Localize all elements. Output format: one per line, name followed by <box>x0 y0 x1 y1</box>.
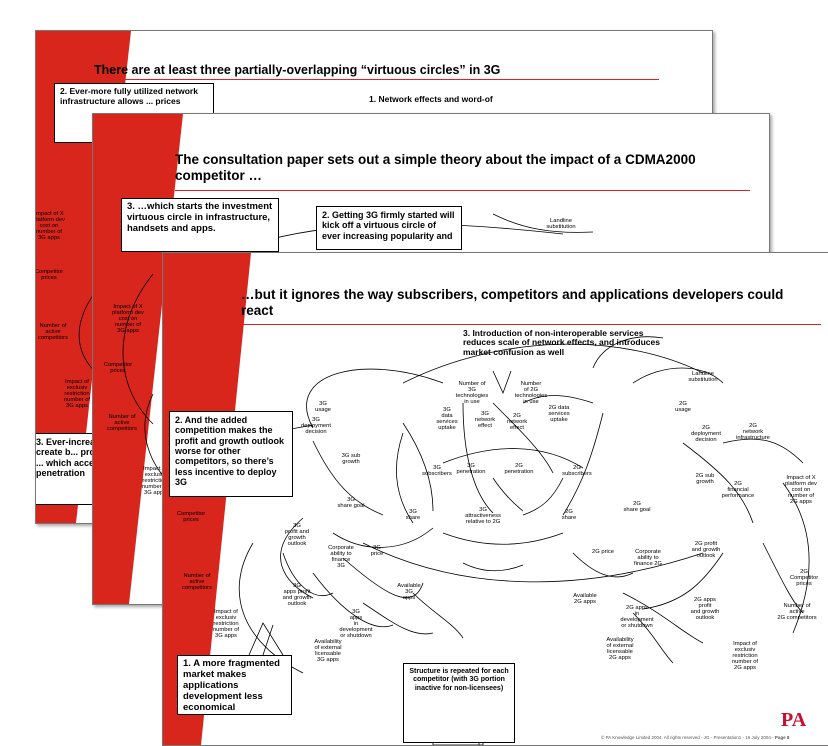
node-3g-deployment-decision: 3G deployment decision <box>291 417 341 435</box>
node-3g-usage: 3G usage <box>311 401 335 413</box>
node-number-of-2g-technologies: Number of 2G technologies in use <box>507 381 555 405</box>
node-exclusive-2g-apps: Impact of exclusiv restriction number of… <box>723 641 767 671</box>
structure-note-text: Structure is repeated for each competito… <box>409 668 508 692</box>
node-corporate-finance-2g: Corporate ability to finance 2G <box>623 549 673 567</box>
node-3g-price: 3G price <box>363 545 391 557</box>
node-xplat-2g-apps: Impact of X platform dev cost on number … <box>775 475 827 505</box>
node-2g-financial-performance: 2G financial performance <box>713 481 763 499</box>
slide-middle-title-rule <box>175 190 750 191</box>
slide-front-callout-3: 3. Introduction of non-interoperable ser… <box>463 329 678 357</box>
node-2g-penetration: 2G penetration <box>497 463 541 475</box>
slide-back-title: There are at least three partially-overl… <box>94 63 654 77</box>
node-corporate-finance-3g: Corporate ability to finance 3G <box>319 545 363 569</box>
slide-middle-node-xplat: Impact of X platform dev cost on number … <box>103 304 153 334</box>
slide-middle-callout-3: 3. …which starts the investment virtuous… <box>121 198 279 252</box>
slide-middle-callout-2: 2. Getting 3G firmly started will kick o… <box>316 206 462 250</box>
node-2g-network-effect: 2G network effect <box>501 413 533 431</box>
node-2g-data-services-uptake: 2G data services uptake <box>537 405 581 423</box>
slide-footer: © PA Knowledge Limited 2004. All rights … <box>601 735 789 740</box>
footer-page-label: Page 8 <box>775 735 790 740</box>
node-2g-usage: 2G usage <box>665 401 701 413</box>
node-available-2g-apps: Available 2G apps <box>565 593 605 605</box>
slide-middle-title: The consultation paper sets out a simple… <box>175 152 745 183</box>
node-2g-price: 2G price <box>585 549 621 555</box>
slide-front: …but it ignores the way subscribers, com… <box>162 252 828 746</box>
node-available-3g-apps: Available 3G apps <box>389 583 429 601</box>
slide-front-title-rule <box>241 324 821 325</box>
node-3g-profit-growth-outlook: 3G profit and growth outlook <box>277 523 317 547</box>
node-number-of-3g-technologies: Number of 3G technologies in use <box>447 381 497 405</box>
slide-back-node-active-competitors: Number of active competitors <box>35 323 78 341</box>
node-2g-competitor-prices: 2G Competitor prices <box>781 569 827 587</box>
slide-back-callout-1: 1. Network effects and word-of <box>369 95 569 104</box>
node-2g-subscribers: 2G subscribers <box>555 465 599 477</box>
pa-logo: PA <box>781 709 806 732</box>
slide-front-callout-2: 2. And the added competition makes the p… <box>169 411 293 497</box>
node-external-licensable-3g-apps: Availability of external licensable 3G a… <box>303 639 353 663</box>
node-3g-share-goal: 3G share goal <box>331 497 371 509</box>
slide-front-structure-note: Structure is repeated for each competito… <box>403 663 515 743</box>
node-external-licensable-2g-apps: Availability of external licensable 2G a… <box>595 637 645 661</box>
node-landline-substitution: Landline substitution <box>673 371 733 383</box>
node-3g-attractiveness: 3G attractiveness relative to 2G <box>453 507 513 525</box>
node-3g-network-effect: 3G network effect <box>469 411 501 429</box>
node-2g-apps-profit-outlook: 2G apps profit and growth outlook <box>683 597 727 621</box>
slide-back-title-rule <box>94 79 659 80</box>
node-2g-deployment-decision: 2G deployment decision <box>681 425 731 443</box>
node-active-competitors-left: Number of active competitors <box>175 573 219 591</box>
slide-front-title: …but it ignores the way subscribers, com… <box>241 287 801 318</box>
slide-back-node-competitor-prices: Competitor prices <box>35 269 74 281</box>
node-exclusive-3g-apps: Impact of exclusiv restriction number of… <box>205 609 247 639</box>
node-2g-network-infrastructure: 2G network infrastructure <box>725 423 781 441</box>
node-2g-share: 2G share <box>555 509 583 521</box>
node-3g-penetration: 3G penetration <box>449 463 493 475</box>
node-competitor-prices-left: Competitor prices <box>169 511 213 523</box>
node-3g-share: 3G share <box>399 509 427 521</box>
slide-middle-node-landline: Landline substitution <box>531 218 591 230</box>
slide-middle-node-competitor-prices: Competitor prices <box>95 362 141 374</box>
node-3g-apps-development: 3G apps in development or shutdown <box>331 609 381 639</box>
node-3g-sub-growth: 3G sub growth <box>333 453 369 465</box>
node-2g-apps-development: 2G apps in development or shutdown <box>611 605 663 629</box>
node-2g-share-goal: 2G share goal <box>617 501 657 513</box>
node-3g-apps-profit-outlook: 3G apps profit and growth outlook <box>273 583 321 607</box>
node-3g-data-services-uptake: 3G data services uptake <box>427 407 467 431</box>
footer-copyright: © PA Knowledge Limited 2004. All rights … <box>601 735 774 740</box>
slide-middle-node-active-competitors: Number of active competitors <box>99 414 145 432</box>
node-active-2g-competitors: Number of active 2G competitors <box>771 603 823 621</box>
slide-front-callout-1: 1. A more fragmented market makes applic… <box>177 655 292 715</box>
slide-back-node-xplat: Impact of X platform dev cost on number … <box>35 211 74 241</box>
node-2g-profit-growth-outlook: 2G profit and growth outlook <box>683 541 729 559</box>
